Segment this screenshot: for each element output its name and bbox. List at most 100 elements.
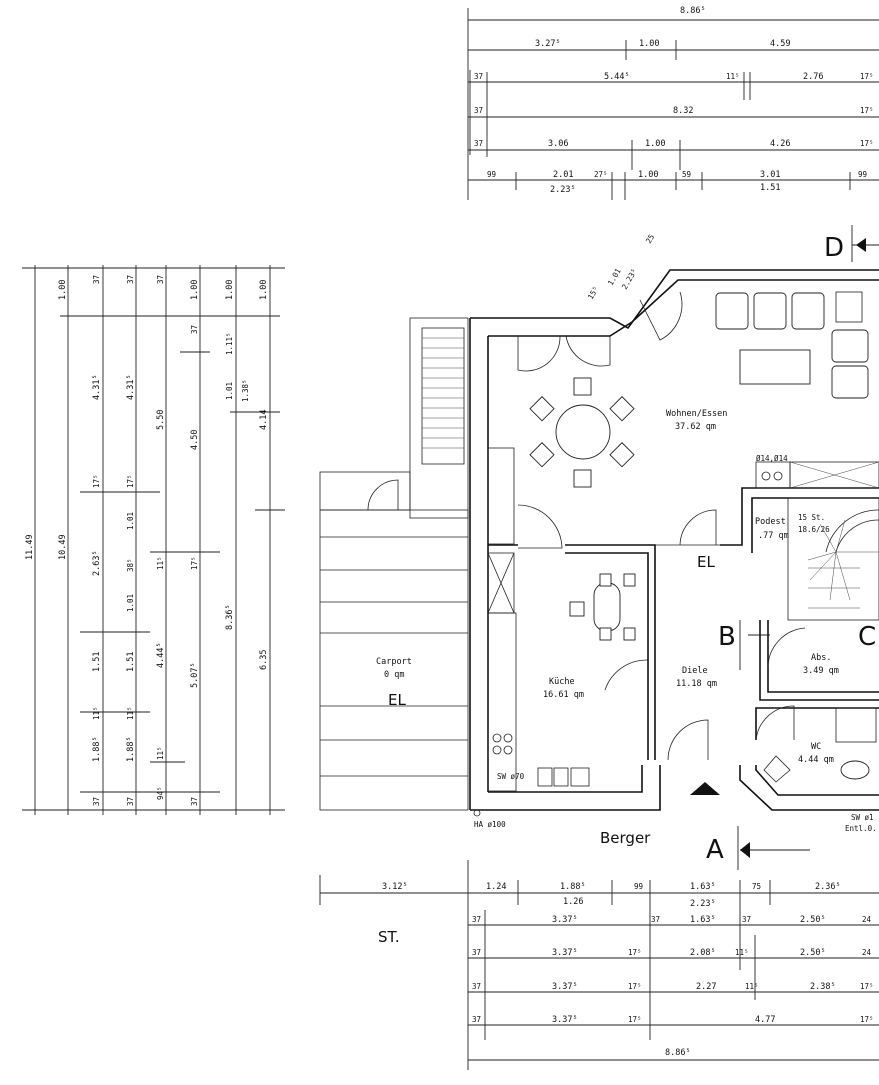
bottom-dim: 37 <box>472 982 481 991</box>
left-dim: 1.51 <box>92 652 102 672</box>
bottom-dim: 3.37⁵ <box>552 948 578 958</box>
bottom-dim: 24 <box>862 948 872 957</box>
room-name-wohnen: Wohnen/Essen <box>666 409 727 419</box>
top-dim: 27⁵ <box>594 170 608 179</box>
bottom-dim: 2.08⁵ <box>690 948 716 958</box>
exterior-walls <box>469 269 879 811</box>
left-dim: 37 <box>190 325 199 334</box>
left-dim: 1.51 <box>126 652 136 672</box>
left-dim: 8.36⁵ <box>225 604 235 630</box>
bottom-dim: 37 <box>472 1015 481 1024</box>
top-dim: 3.01 <box>760 170 780 180</box>
left-dim: 10.49 <box>58 534 68 560</box>
sw70-label: SW ø70 <box>497 772 525 781</box>
chimney-label: Ø14,Ø14 <box>756 454 788 463</box>
room-name-wc: WC <box>811 742 821 752</box>
left-dim: 2.63⁵ <box>92 550 102 576</box>
room-area-kueche: 16.61 qm <box>543 690 584 700</box>
bottom-dim: 37 <box>651 915 660 924</box>
bottom-dim: 75 <box>752 882 761 891</box>
stair-ratio: 18.6/26 <box>798 525 830 534</box>
top-dim: 1.00 <box>639 39 659 49</box>
ha100-label: HA ø100 <box>474 820 506 829</box>
left-dim: 1.38⁵ <box>241 379 250 402</box>
left-dim: 1.01 <box>126 512 135 530</box>
bottom-dim: 37 <box>742 915 751 924</box>
bottom-dim: 3.37⁵ <box>552 915 578 925</box>
room-name-carport: Carport <box>376 657 412 667</box>
top-dim: 3.06 <box>548 139 568 149</box>
room-name-diele: Diele <box>682 666 708 676</box>
bottom-dim: 24 <box>862 915 872 924</box>
top-dim: 99 <box>858 170 867 179</box>
top-dim: 2.76 <box>803 72 823 82</box>
top-dim: 11⁵ <box>726 72 740 81</box>
bottom-dim: 99 <box>634 882 643 891</box>
left-dim: 4.14 <box>259 410 269 430</box>
top-dim: 17⁵ <box>860 139 874 148</box>
room-area-wohnen: 37.62 qm <box>675 422 716 432</box>
stair-steps: 15 St. <box>798 513 825 522</box>
el-label-carport: EL <box>388 691 406 709</box>
bottom-dim: 17⁵ <box>628 948 642 957</box>
bottom-dim: 17⁵ <box>628 1015 642 1024</box>
room-area-diele: 11.18 qm <box>676 679 717 689</box>
left-dim: 17⁵ <box>190 556 199 570</box>
section-label-d: D <box>824 233 844 263</box>
left-dim: 37 <box>92 275 101 284</box>
left-dim: 11⁵ <box>126 706 135 720</box>
bottom-dim: 37 <box>472 915 481 924</box>
bottom-dim: 4.77 <box>755 1015 775 1025</box>
top-dim-total: 8.86⁵ <box>680 6 706 16</box>
bottom-dim: 1.63⁵ <box>690 915 716 925</box>
left-dim: 37 <box>190 797 199 806</box>
section-label-b: B <box>718 622 736 652</box>
bottom-dim: 17⁵ <box>860 982 874 991</box>
top-dim: 99 <box>487 170 496 179</box>
annotations: EL EL Berger ST. 15 St. 18.6/26 Ø14,Ø14 … <box>378 233 877 946</box>
bottom-dim: 3.37⁵ <box>552 982 578 992</box>
top-dim: 5.44⁵ <box>604 72 630 82</box>
left-dim: 1.88⁵ <box>92 736 102 762</box>
left-dim: 17⁵ <box>126 474 135 488</box>
chimney <box>755 461 879 489</box>
left-dim-total: 11.49 <box>25 534 35 560</box>
left-dim: 17⁵ <box>92 474 101 488</box>
left-dim: 1.00 <box>190 280 200 300</box>
left-dim: 1.01 <box>126 594 135 612</box>
carport <box>319 471 469 811</box>
st-label: ST. <box>378 928 400 946</box>
room-name-kueche: Küche <box>549 677 575 687</box>
outdoor-stair <box>409 317 469 519</box>
left-dim: 4.44⁵ <box>156 642 166 668</box>
top-dim-texts: 8.86⁵ 3.27⁵ 1.00 4.59 37 5.44⁵ 11⁵ 2.76 … <box>474 6 874 195</box>
bottom-dim: 2.38⁵ <box>810 982 836 992</box>
bottom-dim: 11⁵ <box>735 948 749 957</box>
doors <box>517 291 806 761</box>
left-dim: 1.00 <box>259 280 269 300</box>
bay-dim: 2.23⁵ <box>620 267 639 291</box>
bay-dim: 25 <box>644 233 656 245</box>
top-dim: 17⁵ <box>860 106 874 115</box>
bottom-dim-texts: 3.12⁵ 1.24 1.88⁵ 99 1.63⁵ 75 2.36⁵ 1.26 … <box>382 882 874 1058</box>
bay-dim: 15⁵ <box>586 285 601 301</box>
top-dim: 8.32 <box>673 106 693 116</box>
left-dim: 1.11⁵ <box>225 332 234 355</box>
main-stair <box>787 497 879 621</box>
bottom-dim: 2.27 <box>696 982 716 992</box>
left-dim: 1.88⁵ <box>126 736 136 762</box>
top-dim: 17⁵ <box>860 72 874 81</box>
left-dim: 37 <box>126 797 135 806</box>
bottom-dim: 17⁵ <box>860 1015 874 1024</box>
top-dim: 37 <box>474 72 483 81</box>
top-dim: 37 <box>474 106 483 115</box>
top-dimension-chains <box>467 8 879 200</box>
left-dim: 37 <box>126 275 135 284</box>
top-dim: 59 <box>682 170 691 179</box>
left-dim: 5.50 <box>156 410 166 430</box>
left-dim: 1.00 <box>58 280 68 300</box>
left-dim: 4.31⁵ <box>126 374 136 400</box>
el-label-wohnen: EL <box>697 553 715 571</box>
bottom-dim: 3.37⁵ <box>552 1015 578 1025</box>
left-dim: 11⁵ <box>156 556 165 570</box>
